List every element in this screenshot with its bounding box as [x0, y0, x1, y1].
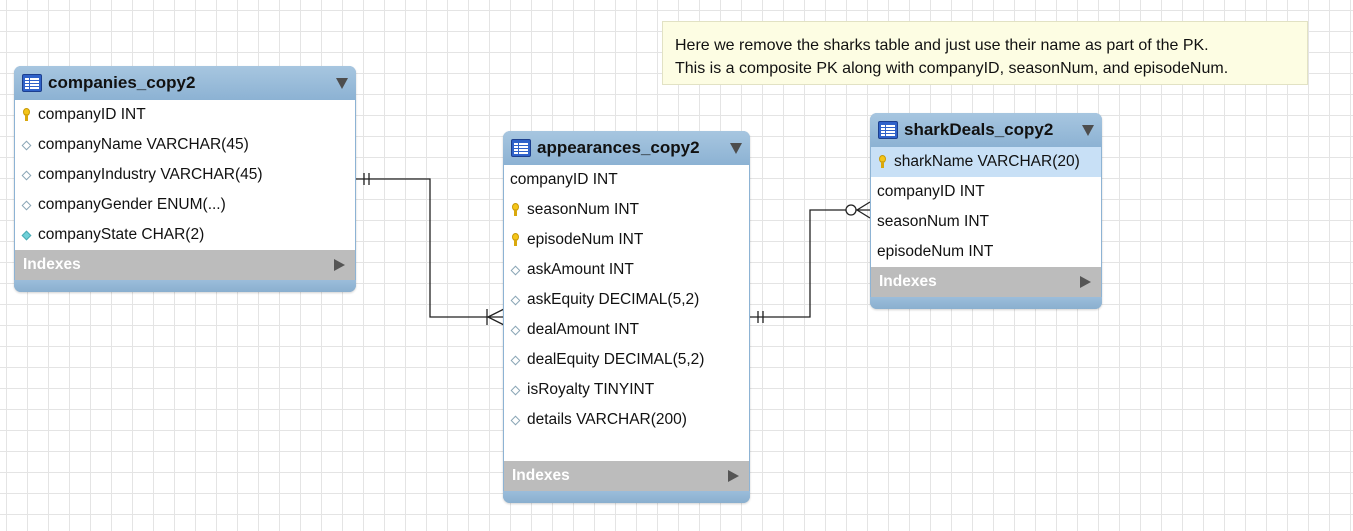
primary-key-icon	[22, 108, 30, 122]
column-row[interactable]: companyName VARCHAR(45)	[15, 130, 355, 160]
table-companies-copy2[interactable]: companies_copy2 companyID INT companyNam…	[14, 66, 356, 292]
column-label: details VARCHAR(200)	[527, 411, 687, 428]
table-footer	[870, 297, 1102, 309]
nullable-column-diamond-icon	[510, 325, 520, 335]
indexes-section[interactable]: Indexes	[504, 461, 749, 491]
column-list: companyID INT seasonNum INT episodeNum I…	[504, 165, 749, 461]
relationship-appearances-sharkdeals[interactable]	[750, 209, 870, 318]
table-header[interactable]: companies_copy2	[14, 66, 356, 100]
expand-arrow-icon[interactable]	[1080, 276, 1091, 288]
table-appearances-copy2[interactable]: appearances_copy2 companyID INT seasonNu…	[503, 131, 750, 503]
chevron-down-icon[interactable]	[1082, 125, 1094, 136]
column-label: companyID INT	[510, 171, 618, 188]
not-null-column-diamond-icon	[21, 230, 31, 240]
column-row[interactable]: details VARCHAR(200)	[504, 405, 749, 435]
column-label: sharkName VARCHAR(20)	[894, 153, 1080, 170]
column-label: companyName VARCHAR(45)	[38, 136, 249, 153]
column-label: companyState CHAR(2)	[38, 226, 205, 243]
column-label: askAmount INT	[527, 261, 634, 278]
column-row[interactable]: companyGender ENUM(...)	[15, 190, 355, 220]
many-crowfoot-marker	[856, 209, 871, 219]
column-row[interactable]: seasonNum INT	[504, 195, 749, 225]
column-list: sharkName VARCHAR(20) companyID INT seas…	[871, 147, 1101, 267]
column-label: isRoyalty TINYINT	[527, 381, 655, 398]
column-row[interactable]: companyID INT	[504, 165, 749, 195]
column-label: episodeNum INT	[877, 243, 994, 260]
column-row[interactable]: seasonNum INT	[871, 207, 1101, 237]
table-header[interactable]: appearances_copy2	[503, 131, 750, 165]
column-row[interactable]: askEquity DECIMAL(5,2)	[504, 285, 749, 315]
column-row[interactable]: isRoyalty TINYINT	[504, 375, 749, 405]
expand-arrow-icon[interactable]	[728, 470, 739, 482]
column-row[interactable]: dealAmount INT	[504, 315, 749, 345]
column-label: companyIndustry VARCHAR(45)	[38, 166, 263, 183]
table-icon	[22, 74, 42, 92]
chevron-down-icon[interactable]	[730, 143, 742, 154]
table-footer	[503, 491, 750, 503]
nullable-column-diamond-icon	[21, 170, 31, 180]
many-crowfoot-marker	[487, 308, 505, 318]
many-crowfoot-marker	[487, 316, 505, 326]
optional-circle-marker	[845, 204, 857, 216]
column-list: companyID INT companyName VARCHAR(45) co…	[15, 100, 355, 250]
note-line-2: This is a composite PK along with compan…	[675, 60, 1229, 77]
column-label: dealAmount INT	[527, 321, 639, 338]
column-label: companyID INT	[877, 183, 985, 200]
indexes-label: Indexes	[879, 273, 937, 290]
nullable-column-diamond-icon	[510, 415, 520, 425]
column-row[interactable]: companyState CHAR(2)	[15, 220, 355, 250]
column-label: companyID INT	[38, 106, 146, 123]
nullable-column-diamond-icon	[510, 385, 520, 395]
table-sharkdeals-copy2[interactable]: sharkDeals_copy2 sharkName VARCHAR(20) c…	[870, 113, 1102, 309]
column-label: dealEquity DECIMAL(5,2)	[527, 351, 705, 368]
indexes-label: Indexes	[512, 467, 570, 484]
column-row[interactable]: episodeNum INT	[504, 225, 749, 255]
nullable-column-diamond-icon	[21, 140, 31, 150]
note-line-1: Here we remove the sharks table and just…	[675, 37, 1209, 54]
column-row-selected[interactable]: sharkName VARCHAR(20)	[871, 147, 1101, 177]
column-row[interactable]: companyID INT	[15, 100, 355, 130]
column-row[interactable]: episodeNum INT	[871, 237, 1101, 267]
nullable-column-diamond-icon	[510, 265, 520, 275]
table-title: companies_copy2	[48, 73, 196, 92]
indexes-section[interactable]: Indexes	[871, 267, 1101, 297]
many-crowfoot-marker	[856, 201, 871, 211]
indexes-section[interactable]: Indexes	[15, 250, 355, 280]
column-row[interactable]: companyIndustry VARCHAR(45)	[15, 160, 355, 190]
diagram-note[interactable]: Here we remove the sharks table and just…	[662, 21, 1308, 85]
expand-arrow-icon[interactable]	[334, 259, 345, 271]
nullable-column-diamond-icon	[510, 355, 520, 365]
nullable-column-diamond-icon	[510, 295, 520, 305]
column-label: episodeNum INT	[527, 231, 644, 248]
chevron-down-icon[interactable]	[336, 78, 348, 89]
column-label: seasonNum INT	[527, 201, 639, 218]
column-row[interactable]: dealEquity DECIMAL(5,2)	[504, 345, 749, 375]
primary-key-icon	[511, 203, 519, 217]
relationship-companies-appearances[interactable]	[356, 178, 504, 318]
column-row[interactable]: companyID INT	[871, 177, 1101, 207]
nullable-column-diamond-icon	[21, 200, 31, 210]
column-label: seasonNum INT	[877, 213, 989, 230]
column-label: askEquity DECIMAL(5,2)	[527, 291, 700, 308]
table-icon	[878, 121, 898, 139]
table-header[interactable]: sharkDeals_copy2	[870, 113, 1102, 147]
primary-key-icon	[878, 155, 886, 169]
table-footer	[14, 280, 356, 292]
column-label: companyGender ENUM(...)	[38, 196, 226, 213]
column-row[interactable]: askAmount INT	[504, 255, 749, 285]
table-title: appearances_copy2	[537, 138, 700, 157]
table-icon	[511, 139, 531, 157]
primary-key-icon	[511, 233, 519, 247]
indexes-label: Indexes	[23, 256, 81, 273]
table-title: sharkDeals_copy2	[904, 120, 1054, 139]
